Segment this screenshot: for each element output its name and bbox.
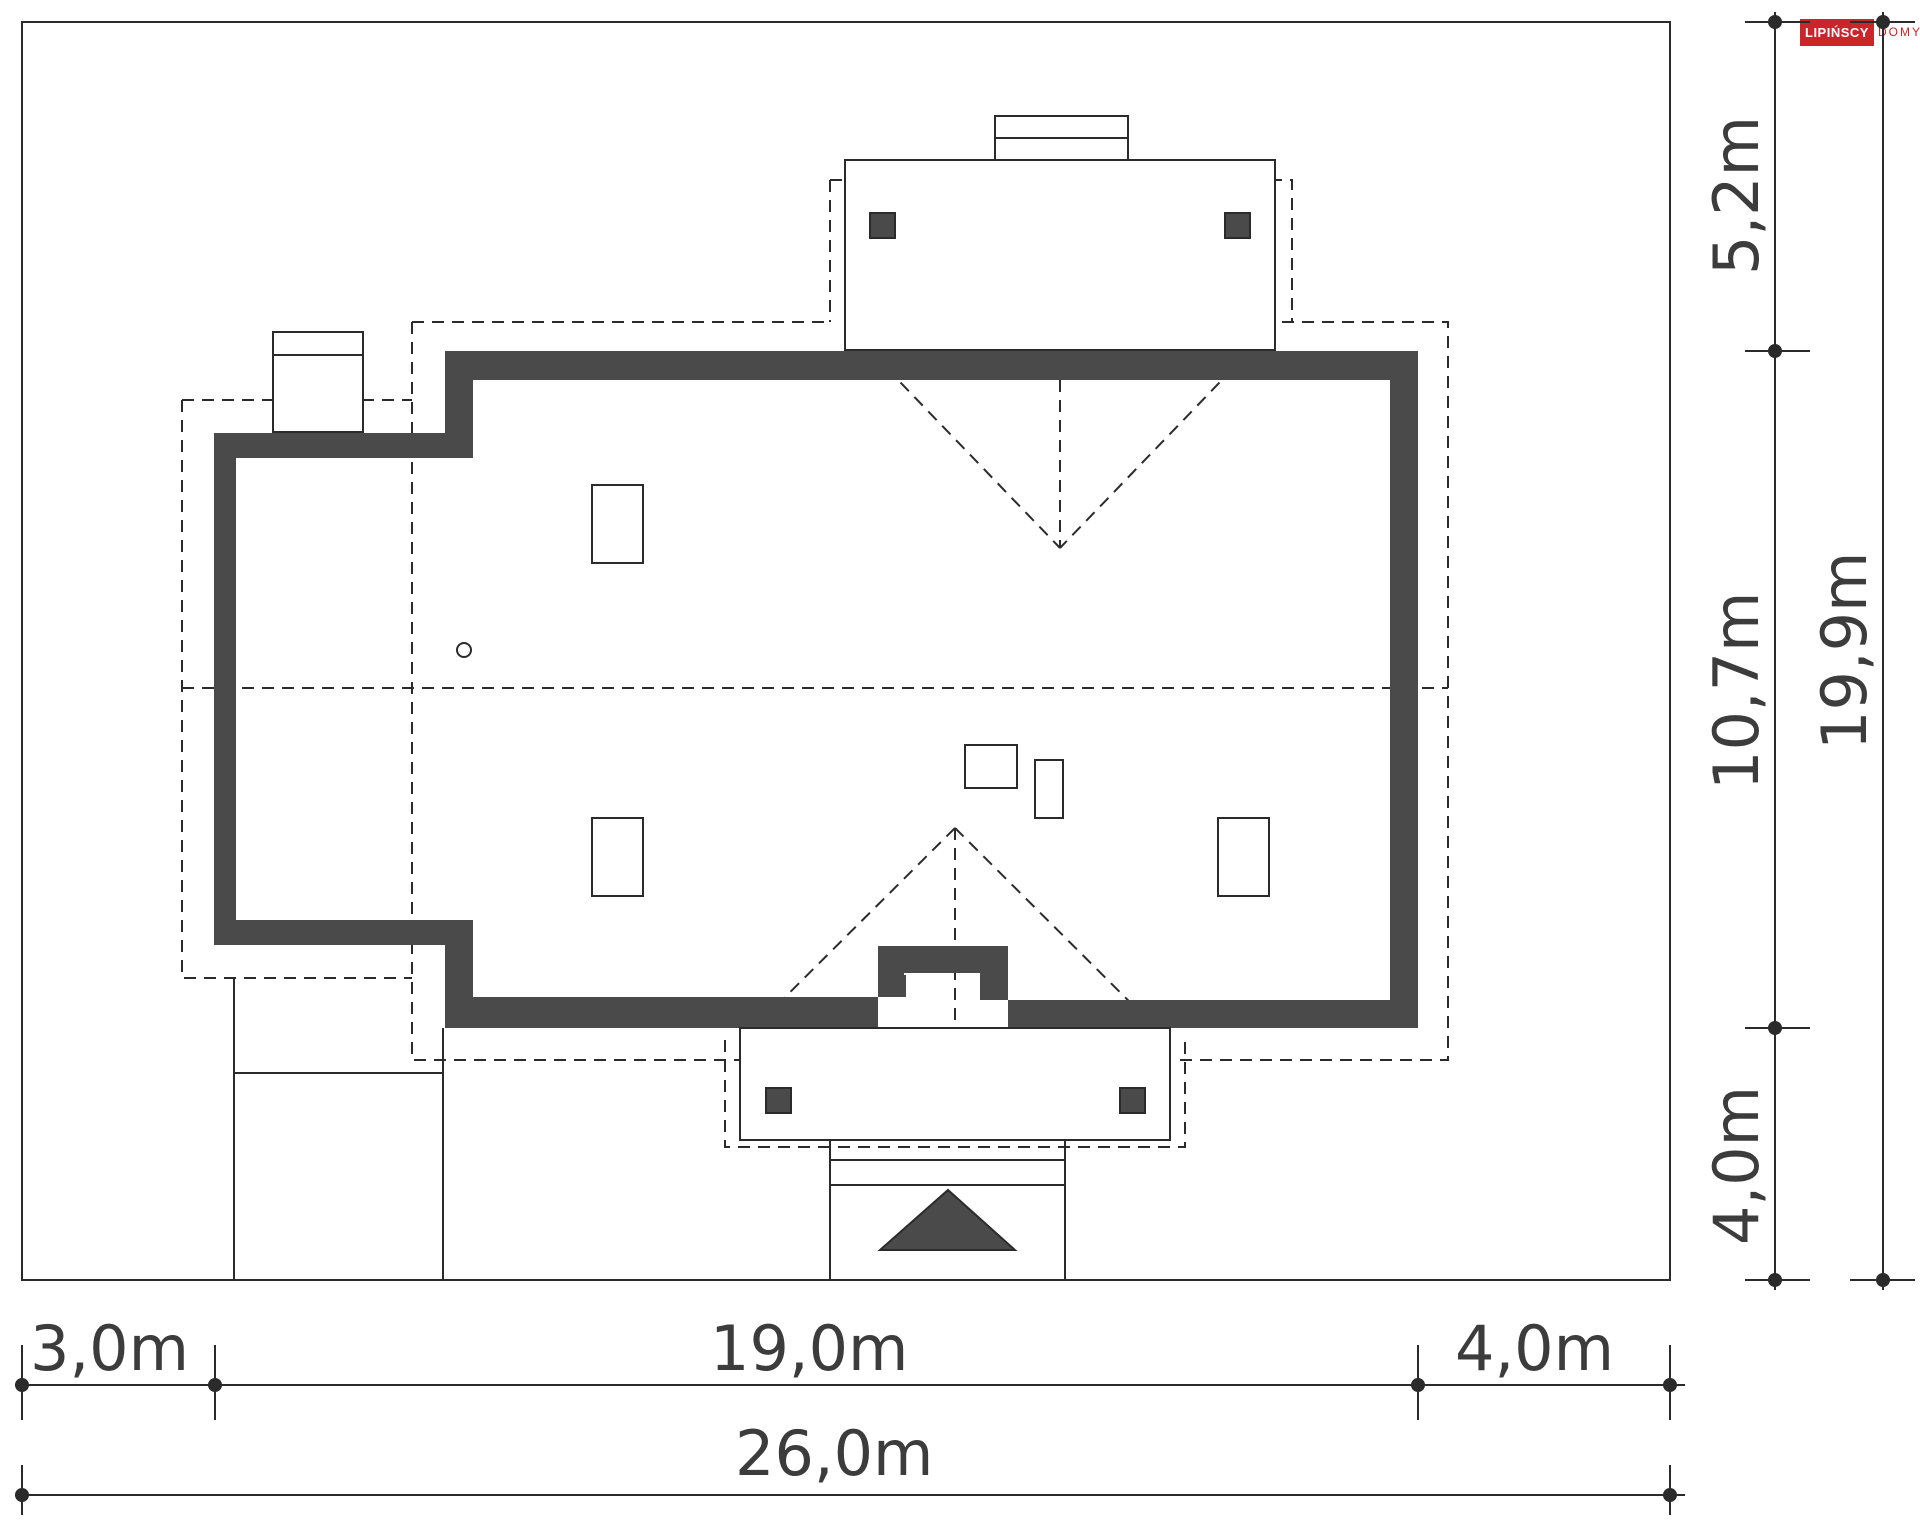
entrance-arrow-icon [877, 1188, 1018, 1251]
pillar [869, 212, 896, 239]
vent [1034, 759, 1064, 819]
right-dimensions [1745, 12, 1915, 1290]
vent [964, 744, 1018, 789]
pillar [1119, 1087, 1146, 1114]
vent-pipe [456, 642, 472, 658]
dim-right-top: 5,2m [1700, 116, 1773, 275]
pillar [765, 1087, 792, 1114]
entrance-steps [829, 1139, 1066, 1281]
brand-subname: DOMY [1877, 25, 1920, 39]
skylight [591, 484, 644, 564]
dim-bottom-left: 3,0m [30, 1312, 189, 1385]
bottom-dimensions [15, 1345, 1685, 1515]
dim-bottom-total: 26,0m [735, 1417, 933, 1490]
south-porch [739, 1027, 1171, 1141]
north-bay [844, 159, 1276, 351]
building-walls [214, 351, 1418, 1028]
pillar [1224, 212, 1251, 239]
dim-right-total: 19,9m [1808, 552, 1881, 750]
skylight [1217, 817, 1270, 897]
dim-bottom-right: 4,0m [1455, 1312, 1614, 1385]
chimney-block [272, 331, 364, 433]
dim-right-bottom: 4,0m [1700, 1086, 1773, 1245]
dim-bottom-middle: 19,0m [710, 1312, 908, 1385]
dim-right-middle: 10,7m [1700, 592, 1773, 790]
skylight [591, 817, 644, 897]
